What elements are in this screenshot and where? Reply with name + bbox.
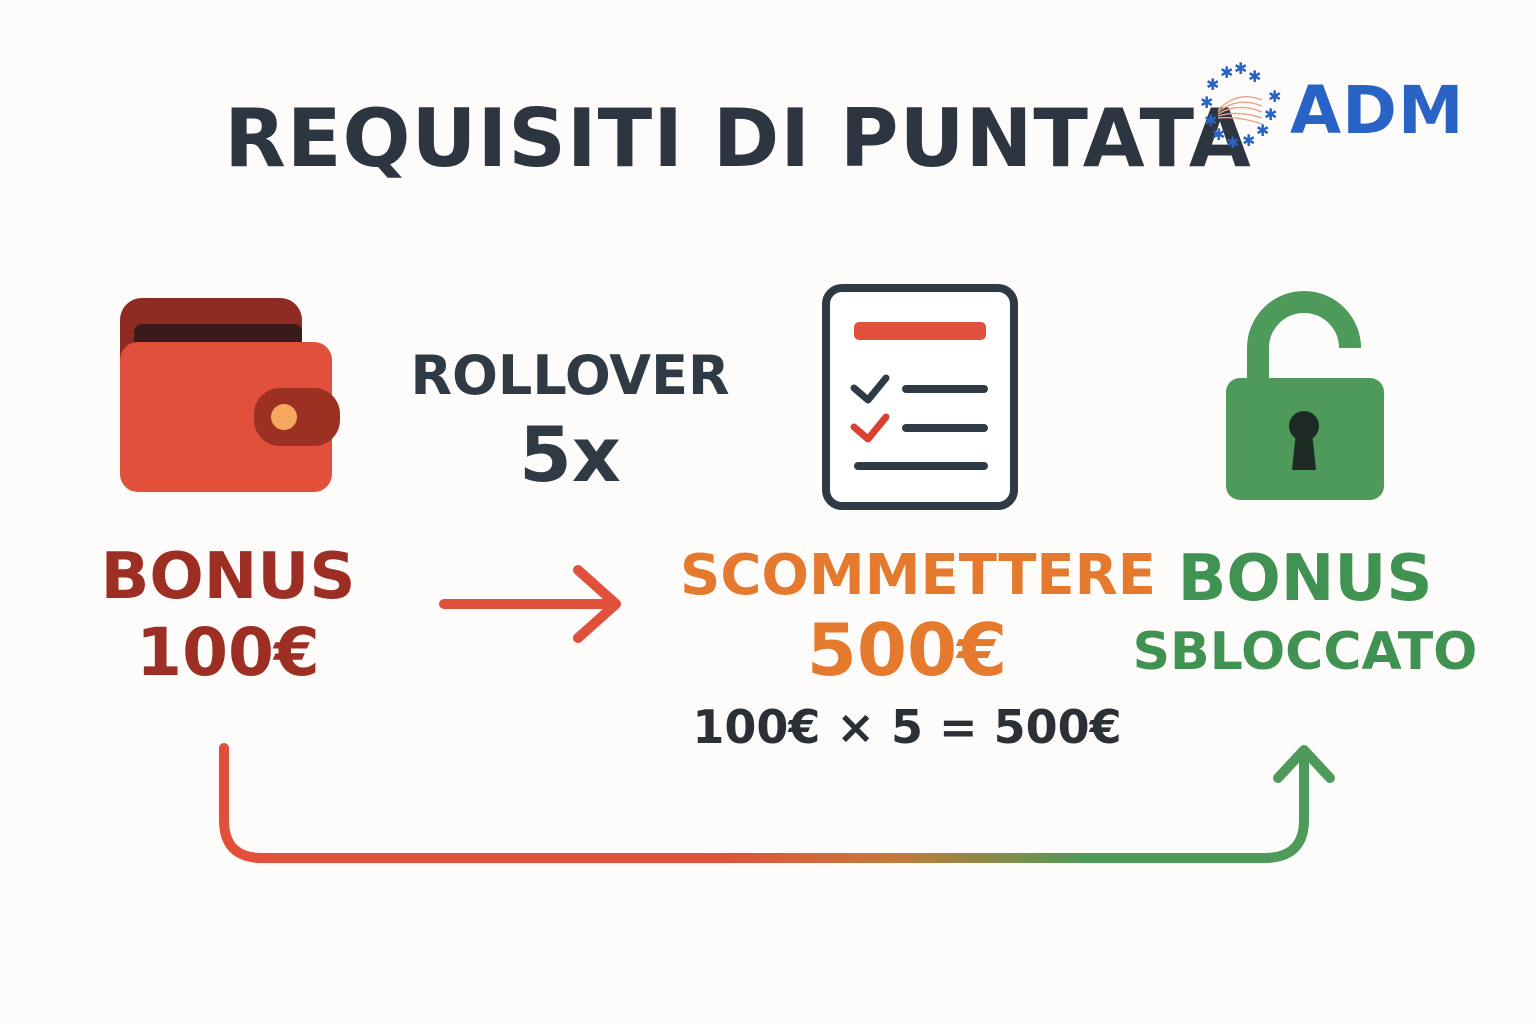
rollover-label: ROLLOVER [410, 344, 730, 407]
curved-arrow-icon [219, 743, 1335, 863]
svg-text:✱: ✱ [1248, 67, 1261, 86]
svg-text:✱: ✱ [1234, 60, 1247, 78]
adm-star-ring-icon: ✱ ✱ ✱ ✱ ✱ ✱ ✱ ✱ ✱ ✱ ✱ ✱ [1200, 60, 1281, 152]
rollover-multiplier: 5x [519, 410, 621, 499]
unlocked-status-label: SBLOCCATO [1132, 622, 1478, 682]
bet-label: SCOMMETTERE [680, 543, 1157, 608]
svg-text:✱: ✱ [1242, 131, 1255, 150]
svg-text:✱: ✱ [1264, 105, 1277, 124]
svg-text:✱: ✱ [1220, 63, 1233, 82]
adm-logo: ✱ ✱ ✱ ✱ ✱ ✱ ✱ ✱ ✱ ✱ ✱ ✱ [1200, 60, 1281, 152]
svg-text:✱: ✱ [1268, 87, 1281, 106]
svg-text:✱: ✱ [1200, 93, 1213, 112]
right-arrow-icon [439, 565, 621, 643]
unlocked-padlock-icon [1226, 291, 1384, 500]
svg-text:✱: ✱ [1206, 75, 1219, 94]
unlocked-bonus-label: BONUS [1177, 542, 1433, 616]
adm-logo-text: ADM [1290, 72, 1465, 149]
svg-text:✱: ✱ [1256, 121, 1269, 140]
svg-text:✱: ✱ [1204, 111, 1217, 130]
svg-text:✱: ✱ [1226, 133, 1239, 152]
wallet-icon [120, 298, 340, 492]
page-title: REQUISITI DI PUNTATA [224, 92, 1252, 185]
adm-swoosh-icon [1217, 96, 1263, 125]
svg-text:✱: ✱ [1212, 125, 1225, 144]
bet-amount: 500€ [806, 608, 1008, 692]
rollover-formula: 100€ × 5 = 500€ [692, 700, 1122, 754]
bonus-amount: 100€ [136, 614, 320, 691]
bonus-label: BONUS [100, 540, 356, 614]
checklist-icon [822, 284, 1018, 510]
